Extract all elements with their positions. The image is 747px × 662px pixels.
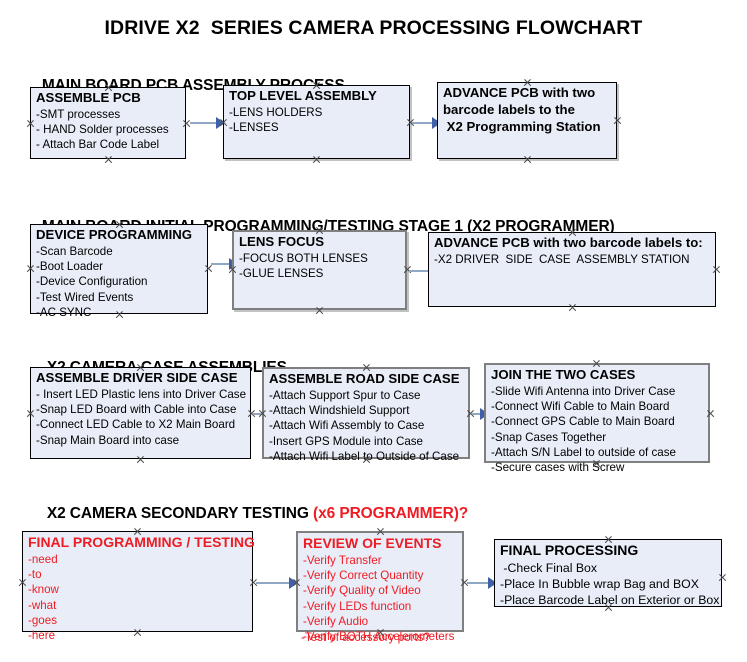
box-line: -Attach S/N Label to outside of case xyxy=(491,445,676,459)
box-title: ADVANCE PCB with two barcode labels to: xyxy=(434,235,703,250)
box-line: -Verify Correct Quantity xyxy=(303,568,424,582)
arrowhead-icon xyxy=(216,117,225,129)
box-line: -to xyxy=(28,567,42,581)
section-heading-secondary-testing: X2 CAMERA SECONDARY TESTING (x6 PROGRAMM… xyxy=(30,487,468,541)
box-line: -Snap Main Board into case xyxy=(36,433,180,447)
box-line: -Verify LEDs function xyxy=(303,599,412,613)
box-line: -Verify BOTH Accelerometers xyxy=(303,630,455,644)
box-line: - HAND Solder processes xyxy=(36,123,169,137)
box-line: -goes xyxy=(28,613,58,627)
box-assemble-road-side-case[interactable]: ASSEMBLE ROAD SIDE CASE -Attach Support … xyxy=(262,367,470,463)
box-title: ASSEMBLE ROAD SIDE CASE xyxy=(269,371,460,386)
box-line: -Snap Cases Together xyxy=(491,430,607,444)
arrowhead-icon xyxy=(289,577,298,589)
box-line: -Verify Quality of Video xyxy=(303,584,421,598)
box-final-processing[interactable]: FINAL PROCESSING -Check Final Box -Place… xyxy=(494,539,722,607)
box-line: -Connect Wifi Cable to Main Board xyxy=(491,400,670,414)
box-line: -Slide Wifi Antenna into Driver Case xyxy=(491,384,676,398)
box-join-the-two-cases[interactable]: JOIN THE TWO CASES -Slide Wifi Antenna i… xyxy=(484,363,710,474)
box-title: DEVICE PROGRAMMING xyxy=(36,227,193,242)
box-line: -Attach Wifi Label to Outside of Case xyxy=(269,449,460,463)
box-title: ASSEMBLE PCB xyxy=(36,90,141,105)
box-line: -Connect LED Cable to X2 Main Board xyxy=(36,418,236,432)
box-lens-focus[interactable]: LENS FOCUS -FOCUS BOTH LENSES -GLUE LENS… xyxy=(232,230,407,310)
box-line: -here xyxy=(28,629,56,643)
box-line: -Attach Wifi Assembly to Case xyxy=(269,419,425,433)
section-heading-accent: (x6 PROGRAMMER)? xyxy=(313,505,469,522)
connector-shaft xyxy=(467,582,496,584)
page-title: IDRIVE X2 SERIES CAMERA PROCESSING FLOWC… xyxy=(104,17,643,39)
box-line: -GLUE LENSES xyxy=(239,267,324,281)
box-line: -Attach Windshield Support xyxy=(269,404,410,418)
connector-top-level-to-advance-pcb xyxy=(412,117,441,129)
box-top-level-assembly[interactable]: TOP LEVEL ASSEMBLY -LENS HOLDERS -LENSES xyxy=(223,85,410,159)
connector-shaft xyxy=(256,582,297,584)
box-line: -AC SYNC xyxy=(36,305,92,319)
connector-review-to-final-processing xyxy=(467,577,497,589)
box-line: -Attach Support Spur to Case xyxy=(269,388,421,402)
box-line: -Check Final Box xyxy=(500,560,598,575)
box-line: -Scan Barcode xyxy=(36,244,113,258)
box-title: REVIEW OF EVENTS xyxy=(303,535,442,551)
box-advance-pcb-driver-side[interactable]: ADVANCE PCB with two barcode labels to: … xyxy=(428,232,716,307)
box-title: FINAL PROCESSING xyxy=(500,542,639,558)
box-line: -SMT processes xyxy=(36,107,121,121)
arrowhead-icon xyxy=(488,577,497,589)
box-advance-pcb-programming-station[interactable]: ADVANCE PCB with two barcode labels to t… xyxy=(437,82,617,159)
box-line: -Verify Audio xyxy=(303,614,369,628)
box-review-of-events[interactable]: REVIEW OF EVENTS -Verify Transfer -Verif… xyxy=(296,531,464,643)
box-line: -X2 DRIVER SIDE CASE ASSEMBLY STATION xyxy=(434,252,690,266)
connector-final-programming-to-review xyxy=(256,577,298,589)
box-line: -Device Configuration xyxy=(36,275,148,289)
connector-shaft xyxy=(211,263,237,265)
box-line: -LENS HOLDERS xyxy=(229,105,323,119)
box-line: barcode labels to the xyxy=(443,101,575,117)
box-line: -Connect GPS Cable to Main Board xyxy=(491,415,675,429)
box-line: -Place In Bubble wrap Bag and BOX xyxy=(500,576,699,591)
box-line: X2 Programming Station xyxy=(443,118,601,134)
box-title: LENS FOCUS xyxy=(239,234,324,249)
box-line: -LENSES xyxy=(229,121,279,135)
box-title: JOIN THE TWO CASES xyxy=(491,367,636,382)
connector-assemble-pcb-to-top-level xyxy=(190,117,225,129)
arrowhead-icon xyxy=(432,117,441,129)
box-assemble-pcb[interactable]: ASSEMBLE PCB -SMT processes - HAND Solde… xyxy=(30,87,186,159)
connector-shaft xyxy=(409,270,438,272)
box-line: -what xyxy=(28,598,57,612)
box-line: -Secure cases with Screw xyxy=(491,461,625,475)
box-line: -Snap LED Board with Cable into Case xyxy=(36,403,237,417)
box-line: -Boot Loader xyxy=(36,260,104,274)
box-line: -Test Wired Events xyxy=(36,290,134,304)
section-heading-text: X2 CAMERA SECONDARY TESTING xyxy=(46,505,314,522)
box-line: -Insert GPS Module into Case xyxy=(269,434,424,448)
box-line: -Verify Transfer xyxy=(303,553,382,567)
box-line: -Place Barcode Label on Exterior or Box xyxy=(500,593,720,608)
box-title: ASSEMBLE DRIVER SIDE CASE xyxy=(36,370,238,385)
box-title: TOP LEVEL ASSEMBLY xyxy=(229,88,377,103)
box-line: -FOCUS BOTH LENSES xyxy=(239,251,368,265)
box-line: -know xyxy=(28,583,59,597)
box-assemble-driver-side-case[interactable]: ASSEMBLE DRIVER SIDE CASE - Insert LED P… xyxy=(30,367,251,459)
connector-shaft xyxy=(412,122,440,124)
box-overflow-line: -Test of accessory ports? xyxy=(301,631,430,644)
box-line: - Attach Bar Code Label xyxy=(36,138,160,152)
box-title: FINAL PROGRAMMING / TESTING xyxy=(28,534,255,550)
box-device-programming[interactable]: DEVICE PROGRAMMING -Scan Barcode -Boot L… xyxy=(30,224,208,319)
box-line: -need xyxy=(28,552,58,566)
box-title: ADVANCE PCB with two xyxy=(443,85,596,100)
connector-shaft xyxy=(190,122,224,124)
box-line: - Insert LED Plastic lens into Driver Ca… xyxy=(36,387,247,401)
box-final-programming-testing[interactable]: FINAL PROGRAMMING / TESTING -need -to -k… xyxy=(22,531,255,642)
